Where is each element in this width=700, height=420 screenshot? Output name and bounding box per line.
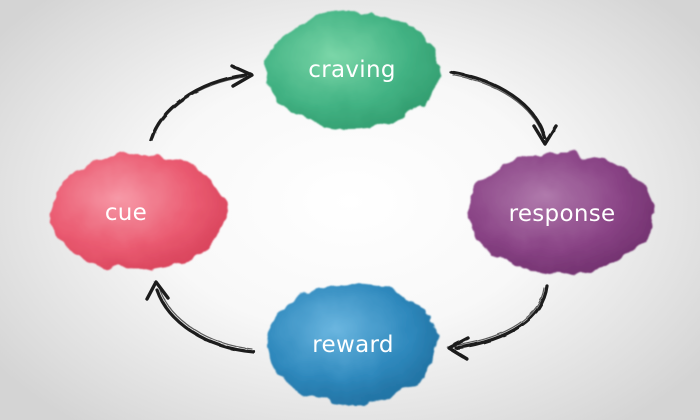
arrow-response-to-reward-head <box>447 336 470 361</box>
arrow-craving-to-response-line <box>449 70 547 140</box>
arrow-cue-to-craving-head <box>230 64 254 88</box>
reward-blob <box>267 283 439 403</box>
reward-label: reward <box>312 332 393 358</box>
cue-node: cue <box>50 154 226 270</box>
response-blob <box>469 153 655 273</box>
arrow-craving-to-response-head <box>532 124 558 146</box>
cue-label: cue <box>105 200 147 226</box>
response-node: response <box>469 153 655 273</box>
craving-label: craving <box>308 57 395 83</box>
reward-node: reward <box>267 283 439 403</box>
arrow-cue-to-craving <box>149 64 254 142</box>
arrows <box>145 64 558 361</box>
arrow-cue-to-craving-line <box>149 73 248 142</box>
arrow-response-to-reward-line <box>454 284 549 350</box>
craving-node: craving <box>264 12 440 128</box>
arrow-craving-to-response <box>449 70 558 146</box>
arrow-reward-to-cue-head <box>145 280 170 301</box>
arrow-response-to-reward <box>447 284 549 361</box>
craving-blob <box>264 12 440 128</box>
cue-blob <box>50 154 226 270</box>
response-label: response <box>509 201 616 227</box>
arrow-reward-to-cue <box>145 280 256 354</box>
arrow-reward-to-cue-line <box>155 288 256 354</box>
